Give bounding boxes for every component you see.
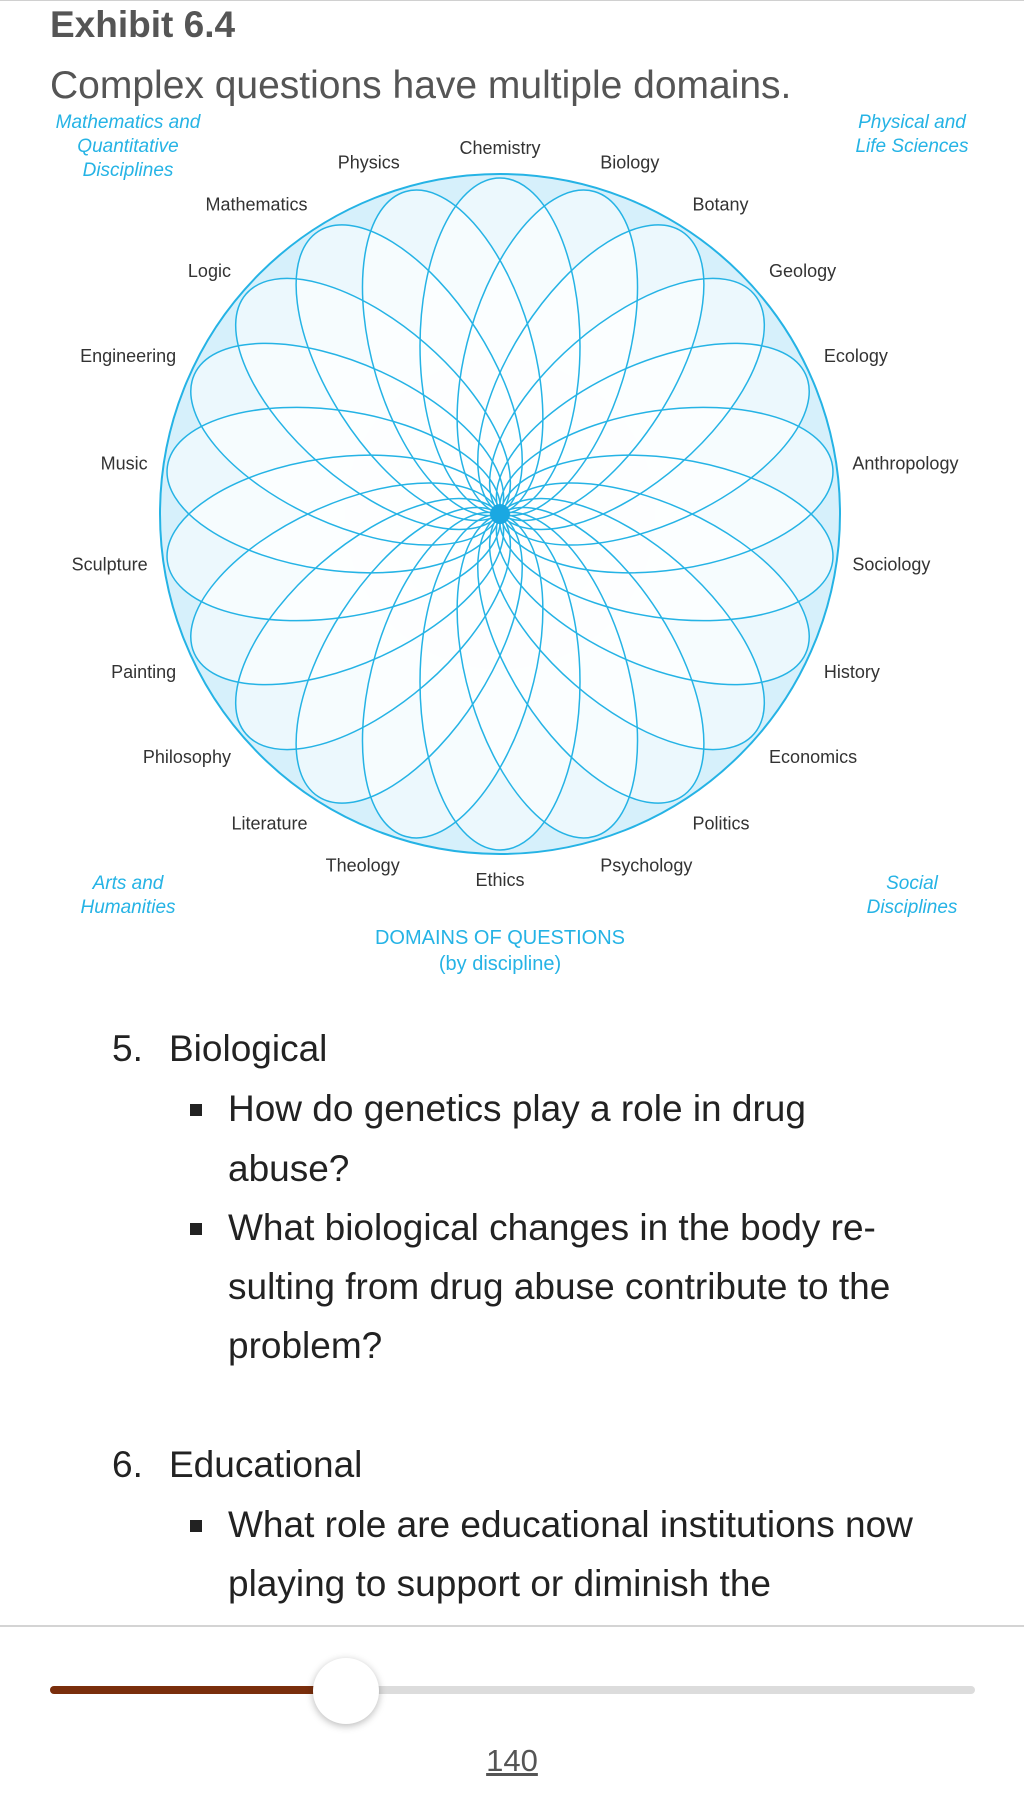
bullet-marker [190,1520,202,1532]
discipline-label-philosophy: Philosophy [143,747,231,767]
bullet-text: What biological changes in the body re- [228,1207,876,1248]
top-divider [0,0,1024,1]
group-label-bottom-right: Social [886,873,939,894]
diagram-labels: ChemistryBiologyBotanyGeologyEcologyAnth… [56,112,969,975]
list-item-heading-biological: Biological [169,1028,328,1069]
bottom-divider [0,1625,1024,1627]
page-number-link[interactable]: 140 [486,1743,538,1778]
discipline-label-logic: Logic [188,261,231,281]
group-label-bottom-left: Humanities [80,897,176,918]
bullet-text: What role are educational institutions n… [228,1504,913,1545]
discipline-label-theology: Theology [326,856,400,876]
discipline-label-engineering: Engineering [80,346,176,366]
bullet-text: How do genetics play a role in drug [228,1088,806,1129]
discipline-label-mathematics: Mathematics [205,195,307,215]
progress-slider-track[interactable] [50,1686,975,1694]
discipline-label-economics: Economics [769,747,857,767]
discipline-label-ethics: Ethics [475,870,524,890]
group-label-top-right: Life Sciences [855,136,969,157]
list-item-number: 5. [112,1028,143,1069]
exhibit-number: Exhibit 6.4 [50,4,236,45]
group-label-bottom-left: Arts and [92,873,165,894]
bullet-marker [190,1104,202,1116]
discipline-label-painting: Painting [111,662,176,682]
exhibit-title: Complex questions have multiple domains. [50,64,792,107]
discipline-label-botany: Botany [692,195,748,215]
bullet-text: problem? [228,1325,383,1366]
bullet-text: sulting from drug abuse contribute to th… [228,1266,891,1307]
bullet-text: abuse? [228,1148,350,1189]
discipline-label-physics: Physics [338,152,400,172]
discipline-label-ecology: Ecology [824,346,888,366]
discipline-label-sculpture: Sculpture [72,555,148,575]
discipline-label-psychology: Psychology [600,856,692,876]
domains-diagram: ChemistryBiologyBotanyGeologyEcologyAnth… [56,112,969,975]
diagram-shapes [159,173,841,855]
discipline-label-chemistry: Chemistry [459,138,540,158]
list-item-heading-educational: Educational [169,1444,363,1485]
diagram-caption: (by discipline) [439,953,561,975]
group-label-top-right: Physical and [858,112,967,133]
discipline-label-anthropology: Anthropology [852,453,958,473]
discipline-label-sociology: Sociology [852,555,930,575]
list-item-number: 6. [112,1444,143,1485]
progress-slider-fill [50,1686,346,1694]
discipline-label-politics: Politics [692,813,749,833]
discipline-label-geology: Geology [769,261,836,281]
diagram-caption: DOMAINS OF QUESTIONS [375,927,625,949]
group-label-top-left: Mathematics and [56,112,202,133]
discipline-label-music: Music [101,453,148,473]
group-label-top-left: Quantitative [77,136,178,157]
group-label-top-left: Disciplines [83,160,174,181]
group-label-bottom-right: Disciplines [867,897,958,918]
bullet-marker [190,1223,202,1235]
progress-slider-thumb[interactable] [313,1658,379,1724]
discipline-label-history: History [824,662,880,682]
discipline-label-biology: Biology [600,152,659,172]
bullet-text: playing to support or diminish the [228,1563,771,1604]
center-dot [490,504,510,524]
discipline-label-literature: Literature [231,813,307,833]
